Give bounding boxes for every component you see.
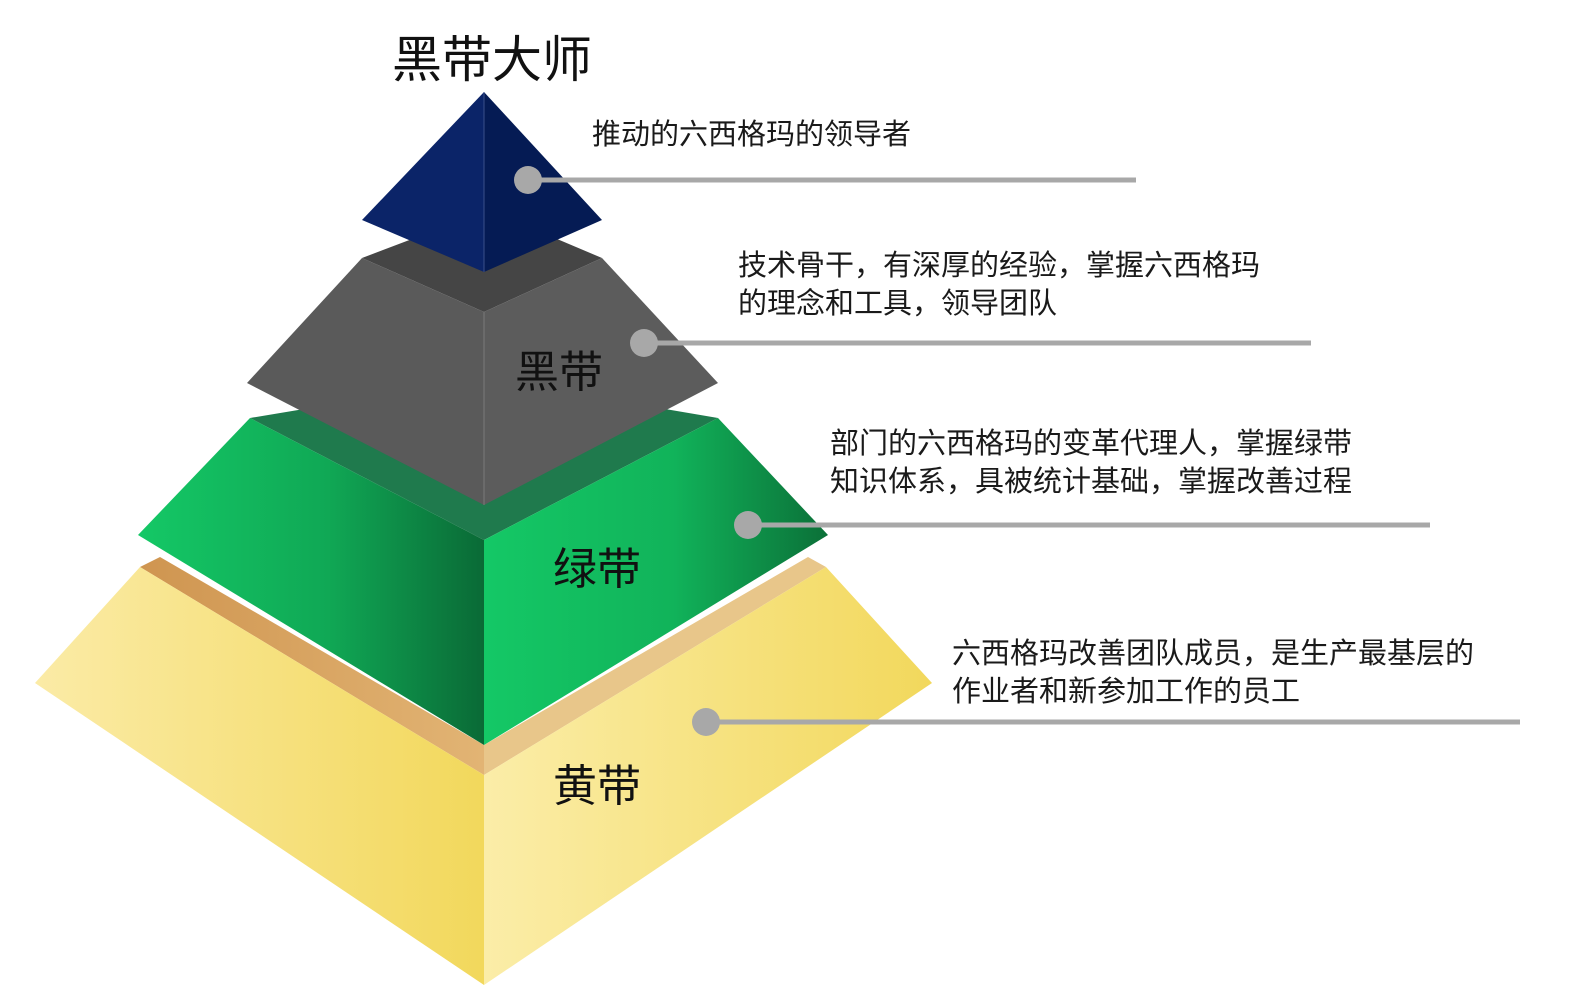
green-right-face <box>484 418 828 745</box>
connector-dot-black <box>630 329 658 357</box>
description-line: 作业者和新参加工作的员工 <box>952 674 1301 708</box>
description-line: 部门的六西格玛的变革代理人，掌握绿带 <box>830 426 1353 460</box>
description-master-black-belt: 推动的六西格玛的领导者 <box>592 115 911 153</box>
description-line: 推动的六西格玛的领导者 <box>592 117 912 151</box>
tier-black-belt <box>247 236 718 505</box>
gray-top-band <box>362 236 602 312</box>
description-black-belt: 技术骨干，有深厚的经验，掌握六西格玛 的理念和工具，领导团队 <box>738 246 1260 322</box>
connector-dot-yellow <box>692 708 720 736</box>
tier-yellow-belt <box>35 557 932 985</box>
description-line: 六西格玛改善团队成员，是生产最基层的 <box>952 636 1475 670</box>
yellow-top-left-band <box>140 557 484 775</box>
yellow-right-face <box>484 567 932 985</box>
description-line: 技术骨干，有深厚的经验，掌握六西格玛 <box>738 248 1261 282</box>
yellow-left-face <box>35 567 484 985</box>
connector-dot-green <box>734 511 762 539</box>
yellow-top-right-band <box>484 557 826 775</box>
tier-label-green-belt: 绿带 <box>553 544 641 595</box>
gray-left-face <box>247 258 484 505</box>
description-yellow-belt: 六西格玛改善团队成员，是生产最基层的 作业者和新参加工作的员工 <box>952 634 1474 710</box>
description-line: 知识体系，具被统计基础，掌握改善过程 <box>830 464 1353 498</box>
description-green-belt: 部门的六西格玛的变革代理人，掌握绿带 知识体系，具被统计基础，掌握改善过程 <box>830 424 1352 500</box>
tier-label-black-belt: 黑带 <box>515 347 603 398</box>
blue-left-face <box>362 92 484 272</box>
connector-dot-master <box>514 166 542 194</box>
description-line: 的理念和工具，领导团队 <box>738 286 1058 320</box>
diagram-title: 黑带大师 <box>392 31 592 89</box>
tier-label-yellow-belt: 黄带 <box>553 761 641 812</box>
green-left-face <box>138 418 484 745</box>
connectors <box>514 166 1520 736</box>
gray-right-face <box>484 258 718 505</box>
